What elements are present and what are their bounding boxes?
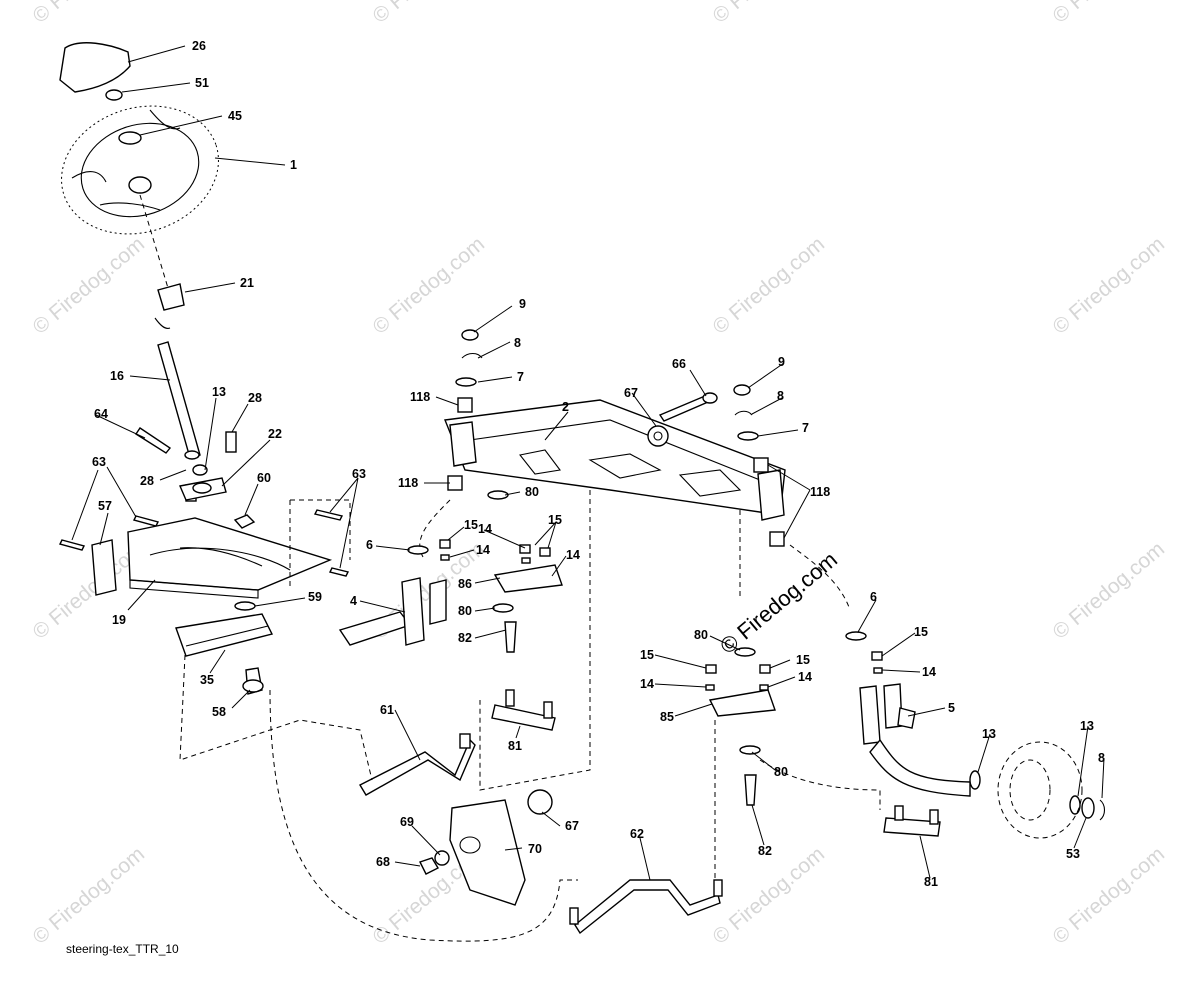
part-label: 22 xyxy=(268,427,282,441)
part-label: 8 xyxy=(777,389,784,403)
part-label: 62 xyxy=(630,827,644,841)
part-label: 118 xyxy=(398,476,418,490)
part-label: 80 xyxy=(458,604,472,618)
part-label: 82 xyxy=(758,844,772,858)
part-label: 61 xyxy=(380,703,394,717)
part-label: 28 xyxy=(248,391,262,405)
part-label: 118 xyxy=(410,390,430,404)
part-label: 67 xyxy=(624,386,638,400)
part-label: 6 xyxy=(870,590,877,604)
part-label: 63 xyxy=(352,467,366,481)
part-label: 9 xyxy=(519,297,526,311)
part-label: 60 xyxy=(257,471,271,485)
steering-wheel-assembly xyxy=(59,42,219,460)
leader-lines xyxy=(71,45,1105,881)
part-label: 85 xyxy=(660,710,674,724)
watermark: © Firedog.com xyxy=(28,0,149,28)
part-label: 7 xyxy=(802,421,809,435)
part-label: 69 xyxy=(400,815,414,829)
part-label: 14 xyxy=(476,543,490,557)
watermark: © Firedog.com xyxy=(368,0,489,28)
part-label: 14 xyxy=(566,548,580,562)
part-label: 4 xyxy=(350,594,357,608)
part-label: 8 xyxy=(514,336,521,350)
part-label: 13 xyxy=(982,727,996,741)
part-label: 45 xyxy=(228,109,242,123)
part-label: 86 xyxy=(458,577,472,591)
part-label: 14 xyxy=(922,665,936,679)
watermark: © Firedog.com xyxy=(1048,232,1169,338)
watermark: © Firedog.com xyxy=(708,842,829,948)
watermark: © Firedog.com xyxy=(1048,537,1169,643)
part-label: 35 xyxy=(200,673,214,687)
watermark: © Firedog.com xyxy=(28,842,149,948)
diagram-caption: steering-tex_TTR_10 xyxy=(66,942,179,956)
part-label: 2 xyxy=(562,400,569,414)
part-label: 59 xyxy=(308,590,322,604)
part-label: 28 xyxy=(140,474,154,488)
part-label: 14 xyxy=(798,670,812,684)
part-label: 13 xyxy=(1080,719,1094,733)
part-label: 15 xyxy=(464,518,478,532)
part-label: 80 xyxy=(774,765,788,779)
part-label: 58 xyxy=(212,705,226,719)
watermark: © Firedog.com xyxy=(708,0,829,28)
part-label: 19 xyxy=(112,613,126,627)
part-label: 14 xyxy=(640,677,654,691)
part-label: 1 xyxy=(290,158,297,172)
part-label: 16 xyxy=(110,369,124,383)
part-label: 7 xyxy=(517,370,524,384)
front-axle-assembly xyxy=(419,329,851,791)
part-label: 26 xyxy=(192,39,206,53)
part-label: 81 xyxy=(508,739,522,753)
part-label: 15 xyxy=(914,625,928,639)
watermark: © Firedog.com xyxy=(1048,0,1169,28)
watermark-dark: © Firedog.com xyxy=(715,547,842,659)
spindle-assembly xyxy=(179,490,1106,942)
part-label: 15 xyxy=(796,653,810,667)
part-label: 51 xyxy=(195,76,209,90)
part-label: 8 xyxy=(1098,751,1105,765)
part-label: 70 xyxy=(528,842,542,856)
part-label: 6 xyxy=(366,538,373,552)
part-label: 81 xyxy=(924,875,938,889)
watermark: © Firedog.com xyxy=(368,232,489,338)
part-label: 57 xyxy=(98,499,112,513)
part-label: 13 xyxy=(212,385,226,399)
part-label: 82 xyxy=(458,631,472,645)
part-label: 5 xyxy=(948,701,955,715)
part-label: 63 xyxy=(92,455,106,469)
part-label: 53 xyxy=(1066,847,1080,861)
part-label: 80 xyxy=(694,628,708,642)
part-label: 66 xyxy=(672,357,686,371)
watermark: © Firedog.com xyxy=(708,232,829,338)
part-labels: 26 51 45 1 21 16 13 28 64 22 28 60 63 63… xyxy=(92,39,1105,889)
part-label: 14 xyxy=(478,522,492,536)
part-label: 15 xyxy=(548,513,562,527)
part-label: 68 xyxy=(376,855,390,869)
part-label: 118 xyxy=(810,485,830,499)
part-label: 15 xyxy=(640,648,654,662)
part-label: 67 xyxy=(565,819,579,833)
steering-plate-assembly xyxy=(58,427,351,695)
part-label: 21 xyxy=(240,276,254,290)
watermark: © Firedog.com xyxy=(28,232,149,338)
part-label: 64 xyxy=(94,407,108,421)
part-label: 80 xyxy=(525,485,539,499)
part-label: 9 xyxy=(778,355,785,369)
